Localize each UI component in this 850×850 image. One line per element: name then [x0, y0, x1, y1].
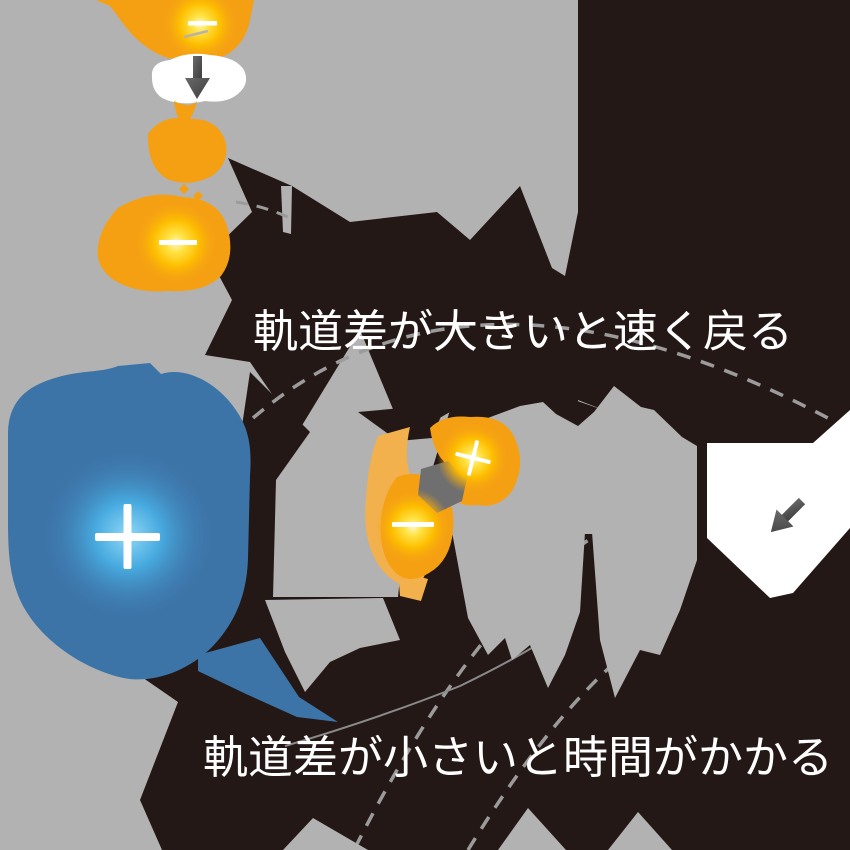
cluster-amber-bottom	[398, 571, 428, 601]
gray-bottom-wedge-1	[283, 818, 368, 850]
nucleus	[8, 363, 338, 722]
down-left-arrow-icon	[770, 497, 806, 533]
emission-pentagon-body	[707, 410, 850, 598]
dark-region-diagonal-band	[205, 158, 578, 438]
gray-notch	[281, 186, 292, 234]
gray-island-right	[592, 532, 697, 698]
trap-cluster	[365, 416, 521, 601]
plus-symbol	[95, 504, 160, 569]
electron-falling-dot-2	[193, 191, 203, 201]
dark-strip-right-of-nucleus	[212, 372, 310, 692]
orbit-dash-arc-upper	[251, 322, 850, 432]
orbit-dash-short	[235, 200, 291, 220]
electron-top-glow	[162, 0, 238, 62]
gray-bottom-wedge-2	[498, 808, 566, 850]
electron-falling-dot-1	[179, 184, 189, 194]
orbit-dash-arc-lower-right	[466, 636, 647, 850]
plus-symbol-small	[455, 440, 491, 476]
gray-island-left	[452, 532, 585, 688]
dark-region-top-right	[578, 0, 850, 445]
electron-falling-upper	[147, 118, 227, 183]
caption-small-diff: 軌道差が小さいと時間がかかる	[203, 731, 833, 784]
caption-large-diff: 軌道差が大きいと速く戻る	[253, 305, 793, 358]
orbit-dash-on-orange	[183, 29, 209, 39]
gray-bottom-wedge-3	[608, 812, 672, 850]
minus-symbol-trapped	[392, 522, 434, 527]
dark-wedge-above-cluster	[358, 404, 446, 441]
electron-falling	[97, 101, 231, 292]
emission-blob	[151, 53, 247, 104]
gray-wedge-below-nucleus	[265, 598, 400, 692]
emission-pentagon	[707, 410, 850, 598]
minus-symbol-top	[188, 21, 217, 26]
nucleus-tail	[198, 638, 338, 722]
electron-top	[96, 0, 254, 62]
minus-symbol-falling	[159, 240, 197, 245]
down-arrow-icon	[185, 56, 210, 99]
gray-area-middle	[450, 386, 697, 534]
